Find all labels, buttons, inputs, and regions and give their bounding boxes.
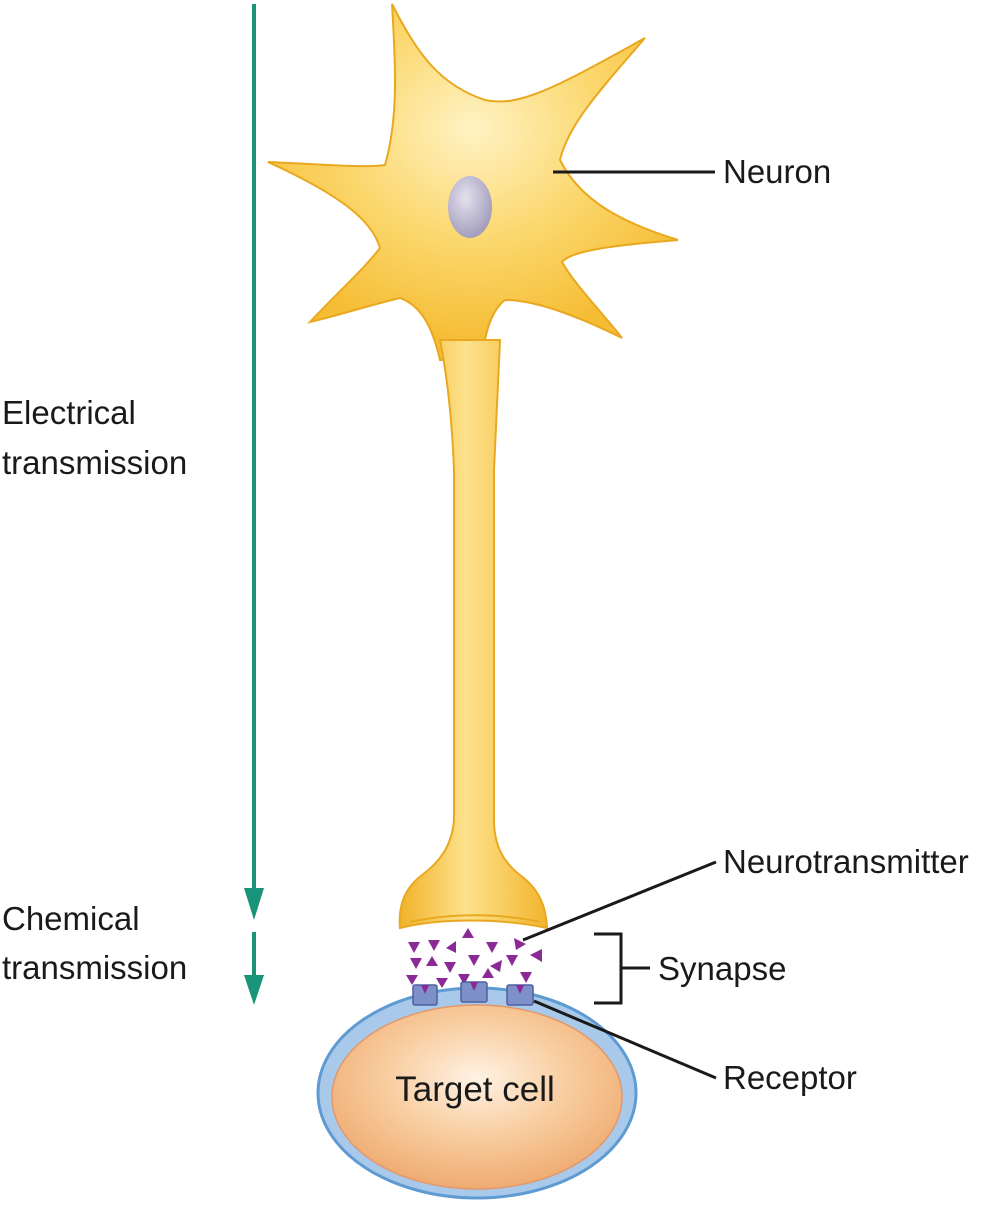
- electrical-transmission-label-line2: transmission: [2, 444, 187, 481]
- synapse-bracket: [594, 932, 650, 1005]
- electrical-transmission-arrow: [244, 4, 264, 920]
- neurotransmitter-label: Neurotransmitter: [723, 843, 969, 880]
- receptor-3: [506, 984, 534, 1006]
- receptor-label: Receptor: [723, 1059, 857, 1096]
- neuron-label: Neuron: [723, 153, 831, 190]
- target-cell-label: Target cell: [395, 1070, 555, 1109]
- chemical-transmission-arrow: [244, 932, 264, 1005]
- neurotransmitter-molecules: [406, 928, 542, 988]
- chemical-transmission-label-line2: transmission: [2, 949, 187, 986]
- neuron: [267, 3, 679, 930]
- target-cell: Target cell: [316, 986, 638, 1200]
- neurotransmitter-leader-line: [522, 860, 717, 942]
- neuron-nucleus: [448, 176, 492, 238]
- chemical-transmission-label-line1: Chemical: [2, 900, 140, 937]
- receptors: [412, 981, 534, 1006]
- electrical-transmission-label-line1: Electrical: [2, 394, 136, 431]
- receptor-leader-line: [533, 999, 717, 1080]
- receptor-2: [460, 981, 488, 1003]
- neuron-axon: [398, 339, 549, 930]
- target-cell-cytoplasm: [331, 1004, 623, 1190]
- leader-lines: [522, 170, 717, 1080]
- synapse-label: Synapse: [658, 950, 786, 987]
- receptor-1: [412, 984, 438, 1006]
